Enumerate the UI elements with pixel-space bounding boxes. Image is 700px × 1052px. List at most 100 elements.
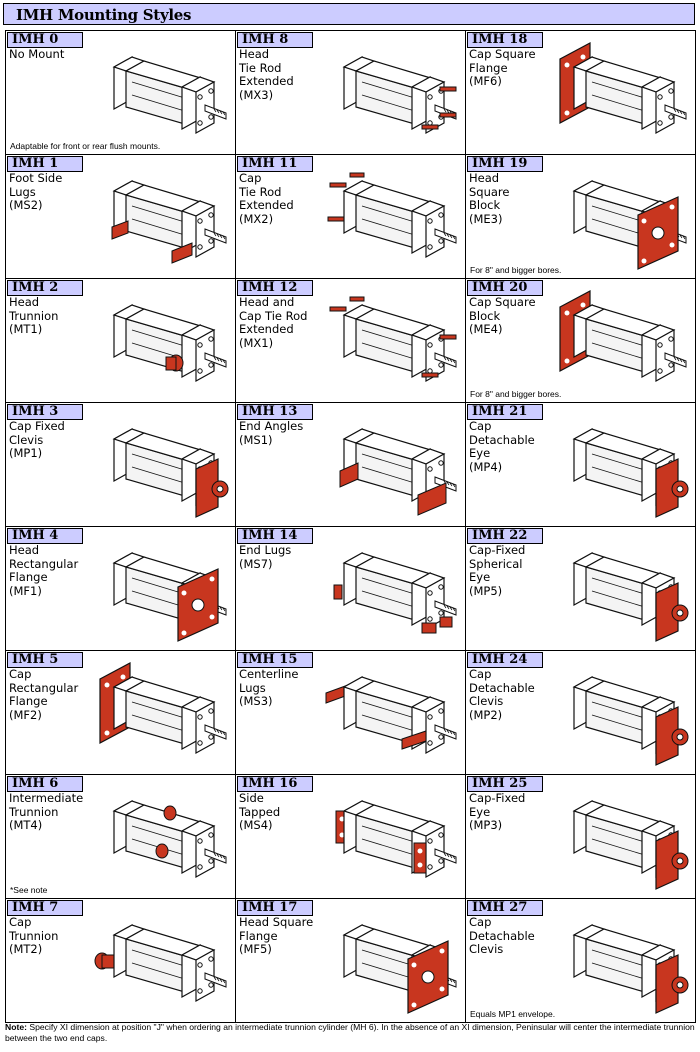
style-name: End Lugs (MS7) [239, 543, 292, 571]
cylinder-illustration [322, 285, 464, 399]
style-footnote: *See note [10, 885, 48, 895]
style-name: Cap-Fixed Spherical Eye (MP5) [469, 543, 526, 598]
cylinder-illustration [552, 533, 694, 647]
cylinder-illustration [92, 285, 234, 399]
style-code-badge: IMH 16 [237, 776, 313, 792]
style-code-badge: IMH 21 [467, 404, 543, 420]
style-code-badge: IMH 25 [467, 776, 543, 792]
style-name: Head Tie Rod Extended (MX3) [239, 47, 294, 102]
style-footnote: Adaptable for front or rear flush mounts… [10, 141, 161, 151]
style-name: Side Tapped (MS4) [239, 791, 281, 832]
cylinder-illustration [322, 533, 464, 647]
style-code-badge: IMH 27 [467, 900, 543, 916]
cylinder-illustration [552, 657, 694, 771]
cylinder-illustration [92, 905, 234, 1019]
style-name: Head Square Block (ME3) [469, 171, 510, 226]
style-code-badge: IMH 11 [237, 156, 313, 172]
style-name: Cap Square Flange (MF6) [469, 47, 536, 88]
cylinder-illustration [322, 409, 464, 523]
cylinder-illustration [322, 905, 464, 1019]
style-code-badge: IMH 2 [7, 280, 83, 296]
style-code-badge: IMH 5 [7, 652, 83, 668]
style-code-badge: IMH 20 [467, 280, 543, 296]
cylinder-illustration [92, 161, 234, 275]
style-name: Head Trunnion (MT1) [9, 295, 59, 336]
style-name: Cap Tie Rod Extended (MX2) [239, 171, 294, 226]
style-name: Cap Rectangular Flange (MF2) [9, 667, 79, 722]
style-name: Cap Trunnion (MT2) [9, 915, 59, 956]
cylinder-illustration [552, 37, 694, 151]
style-code-badge: IMH 18 [467, 32, 543, 48]
style-code-badge: IMH 13 [237, 404, 313, 420]
style-code-badge: IMH 6 [7, 776, 83, 792]
page-title: IMH Mounting Styles [3, 3, 695, 25]
note-label: Note: [5, 1022, 27, 1032]
cylinder-illustration [92, 37, 234, 151]
style-code-badge: IMH 24 [467, 652, 543, 668]
style-code-badge: IMH 12 [237, 280, 313, 296]
style-name: Intermediate Trunnion (MT4) [9, 791, 84, 832]
cylinder-illustration [552, 285, 694, 399]
cylinder-illustration [552, 905, 694, 1019]
style-code-badge: IMH 14 [237, 528, 313, 544]
style-footnote: For 8" and bigger bores. [470, 389, 562, 399]
style-code-badge: IMH 0 [7, 32, 83, 48]
style-code-badge: IMH 4 [7, 528, 83, 544]
style-code-badge: IMH 15 [237, 652, 313, 668]
style-name: Cap Square Block (ME4) [469, 295, 536, 336]
style-name: Head Square Flange (MF5) [239, 915, 314, 956]
style-code-badge: IMH 1 [7, 156, 83, 172]
cylinder-illustration [322, 37, 464, 151]
style-name: Centerline Lugs (MS3) [239, 667, 299, 708]
style-footnote: Equals MP1 envelope. [470, 1009, 556, 1019]
style-name: No Mount [9, 47, 65, 61]
style-name: Cap-Fixed Eye (MP3) [469, 791, 526, 832]
style-name: Head and Cap Tie Rod Extended (MX1) [239, 295, 308, 350]
style-name: Cap Detachable Eye (MP4) [469, 419, 535, 474]
cylinder-illustration [92, 533, 234, 647]
style-name: End Angles (MS1) [239, 419, 304, 447]
cylinder-illustration [92, 409, 234, 523]
style-code-badge: IMH 8 [237, 32, 313, 48]
style-code-badge: IMH 7 [7, 900, 83, 916]
style-code-badge: IMH 17 [237, 900, 313, 916]
style-name: Head Rectangular Flange (MF1) [9, 543, 79, 598]
cylinder-illustration [552, 781, 694, 895]
style-footnote: For 8" and bigger bores. [470, 265, 562, 275]
cylinder-illustration [322, 161, 464, 275]
note-text: Specify XI dimension at position "J" whe… [5, 1022, 695, 1043]
style-code-badge: IMH 19 [467, 156, 543, 172]
cylinder-illustration [92, 657, 234, 771]
footer-note: Note: Specify XI dimension at position "… [5, 1022, 695, 1044]
cylinder-illustration [322, 657, 464, 771]
cylinder-illustration [92, 781, 234, 895]
style-code-badge: IMH 22 [467, 528, 543, 544]
style-name: Cap Detachable Clevis [469, 915, 535, 956]
style-code-badge: IMH 3 [7, 404, 83, 420]
cylinder-illustration [552, 409, 694, 523]
